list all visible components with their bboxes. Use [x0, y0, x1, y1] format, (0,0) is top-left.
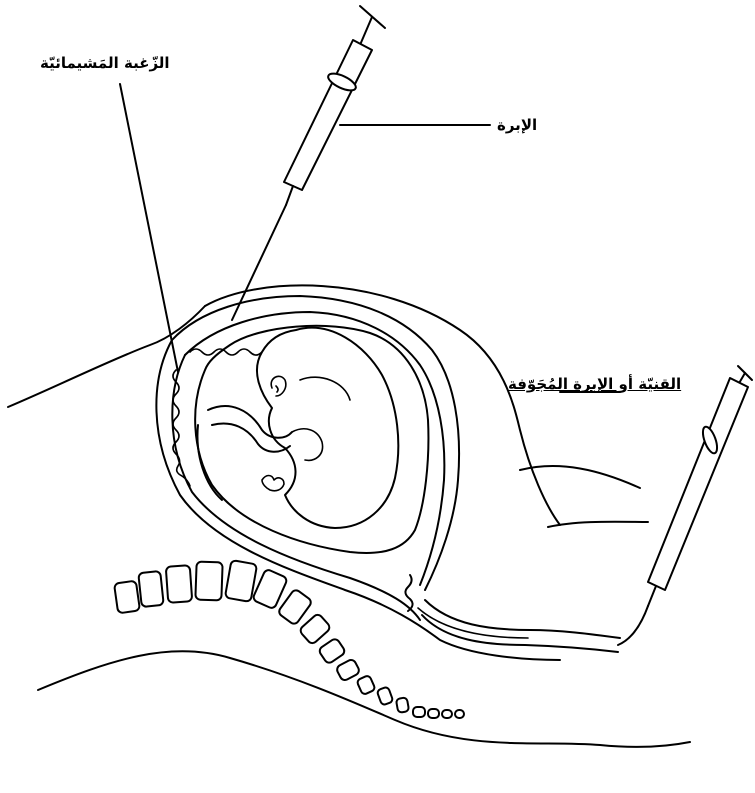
needle-label: الإبرة [497, 118, 537, 133]
chorionic-villus-leader-line [120, 84, 178, 372]
fetus-hand [262, 476, 284, 491]
fetus-arm [292, 429, 323, 461]
uterus-outer-wall [156, 340, 560, 660]
vaginal-canal-middle [418, 608, 528, 638]
abdomen-front-outline [205, 285, 560, 525]
catheter-syringe [618, 366, 752, 645]
placenta-tail [197, 425, 222, 500]
back-contour [38, 651, 690, 747]
catheter-label: القنيّة أو الإبرة المُجَوّفة [508, 377, 681, 392]
vaginal-canal-upper [425, 600, 620, 638]
uterus-inner-top [185, 312, 444, 585]
amniotic-sac [195, 326, 428, 553]
fetus-ear [271, 376, 286, 396]
fetus-body [257, 328, 398, 528]
fetus-leg [300, 377, 350, 400]
abdominal-syringe [232, 6, 385, 320]
thigh-lower-line [548, 522, 648, 527]
chorionic-villi-top [190, 349, 262, 355]
chorionic-villus-label: الزّغبة المَشيمائيّة [40, 56, 170, 71]
